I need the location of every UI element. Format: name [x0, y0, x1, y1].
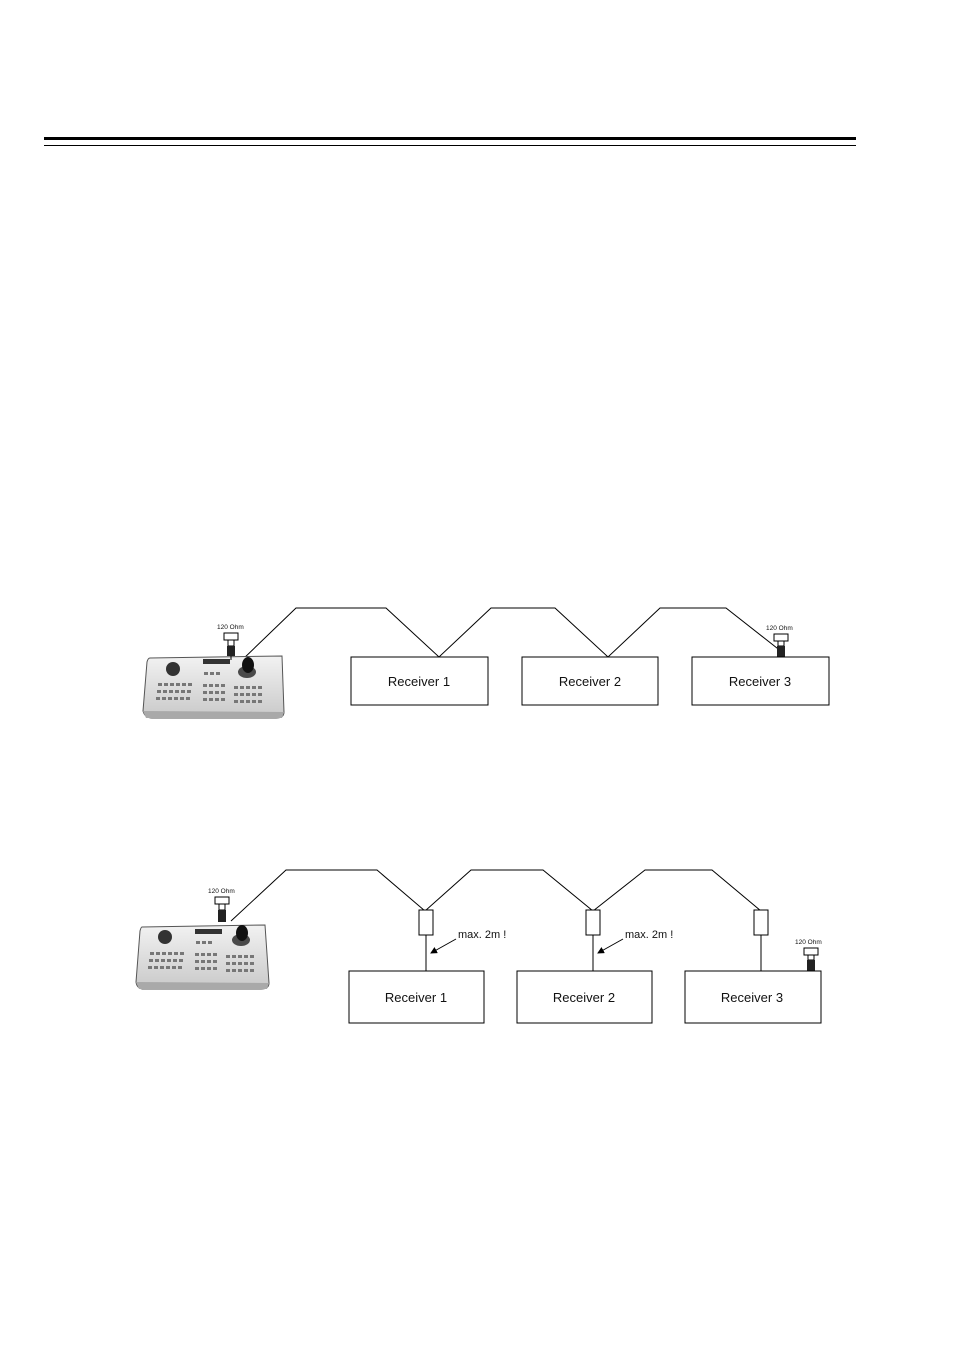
terminator-label-keyboard: 120 Ohm: [217, 624, 244, 631]
receiver-box: [684, 970, 822, 1024]
receiver-label: Receiver 3: [729, 674, 791, 689]
terminator-resistor-end: [773, 633, 789, 657]
junction-box: [418, 909, 434, 936]
note-arrow: [597, 938, 624, 954]
receiver-label: Receiver 1: [385, 990, 447, 1005]
keyboard-controller: [135, 924, 270, 990]
terminator-resistor-keyboard: [214, 896, 230, 922]
receiver-label: Receiver 2: [559, 674, 621, 689]
receiver-label: Receiver 1: [388, 674, 450, 689]
bus-cable: [240, 607, 783, 662]
receiver-label: Receiver 2: [553, 990, 615, 1005]
bus-cable: [230, 869, 762, 922]
diagram-top: 120 Ohm 120 Ohm Receiver 1 Receiver 2 Re…: [142, 607, 830, 719]
header-rule-thick: [44, 137, 856, 140]
terminator-label-end: 120 Ohm: [795, 939, 822, 946]
terminator-resistor-keyboard: [223, 632, 239, 660]
receiver-box: [691, 656, 830, 706]
header-rule-thin: [44, 145, 856, 146]
terminator-resistor-end: [803, 947, 819, 972]
terminator-label-end: 120 Ohm: [766, 625, 793, 632]
stub-length-note: max. 2m !: [458, 929, 506, 941]
receiver-box: [521, 656, 659, 706]
receiver-box: [516, 970, 653, 1024]
receiver-box: [350, 656, 489, 706]
junction-box: [585, 909, 601, 936]
junction-box: [753, 909, 769, 936]
diagram-bottom: max. 2m ! max. 2m !: [135, 869, 822, 1024]
keyboard-controller: [142, 655, 285, 719]
stub-length-note: max. 2m !: [625, 929, 673, 941]
terminator-label-keyboard: 120 Ohm: [208, 888, 235, 895]
receiver-box: [348, 970, 485, 1024]
note-arrow: [430, 938, 457, 954]
receiver-label: Receiver 3: [721, 990, 783, 1005]
